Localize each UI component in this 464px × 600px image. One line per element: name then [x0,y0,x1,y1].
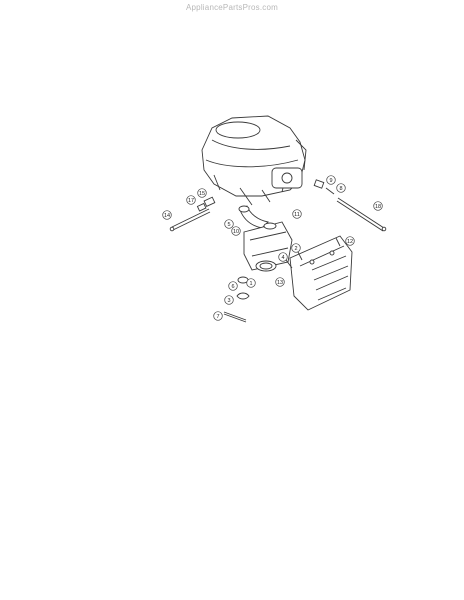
exhaust-pipe [238,205,269,229]
callout-circle [345,236,355,246]
right-rod [336,197,387,232]
callout-10: 10 [231,226,241,236]
callout-label: 8 [339,186,342,192]
callout-8: 8 [336,183,346,193]
heat-shield [289,235,353,311]
callout-18: 18 [373,201,383,211]
callout-4: 4 [278,252,288,262]
callout-1: 1 [246,278,256,288]
callout-circle [336,183,346,193]
fitting-left [196,196,216,212]
engine [201,115,307,206]
callout-label: 7 [216,314,219,320]
fitting-right [313,179,335,195]
callout-label: 6 [231,284,234,290]
callout-label: 15 [199,191,205,197]
callout-label: 1 [249,281,252,287]
callout-label: 3 [227,298,230,304]
callout-12: 12 [345,236,355,246]
callout-17: 17 [186,195,196,205]
callout-14: 14 [162,210,172,220]
callout-label: 11 [294,212,300,218]
flange [255,260,277,272]
callout-label: 14 [164,213,170,219]
callout-circle [291,243,301,253]
callout-label: 2 [294,246,297,252]
callout-circle [278,252,288,262]
callout-2: 2 [291,243,301,253]
callout-6: 6 [228,281,238,291]
callout-circle [224,219,234,229]
callout-circle [228,281,238,291]
callout-label: 5 [227,222,230,228]
callout-circle [373,201,383,211]
callout-circle [292,209,302,219]
callout-11: 11 [292,209,302,219]
callout-15: 15 [197,188,207,198]
callout-circle [326,175,336,185]
callout-9: 9 [326,175,336,185]
callout-circle [162,210,172,220]
callout-label: 13 [277,280,283,286]
callout-circle [224,295,234,305]
callout-circle [231,226,241,236]
callout-label: 12 [347,239,353,245]
left-rod [169,208,211,232]
callout-circle [246,278,256,288]
callout-7: 7 [213,311,223,321]
callout-label: 17 [188,198,194,204]
bolts [285,237,341,269]
callouts: 14 15 17 9 8 18 11 510 12 2 4 6 1 13 3 7 [162,175,383,321]
callout-circle [197,188,207,198]
callout-label: 10 [233,229,239,235]
callout-circle [186,195,196,205]
watermark: AppliancePartsPros.com [186,3,278,12]
callout-13: 13 [275,277,285,287]
callout-label: 4 [281,255,284,261]
callout-5: 5 [224,219,234,229]
callout-label: 9 [329,178,332,184]
callout-circle [275,277,285,287]
callout-circle [213,311,223,321]
callout-3: 3 [224,295,234,305]
callout-label: 18 [375,204,381,210]
nut-clamp [236,276,250,300]
strap [223,311,247,323]
